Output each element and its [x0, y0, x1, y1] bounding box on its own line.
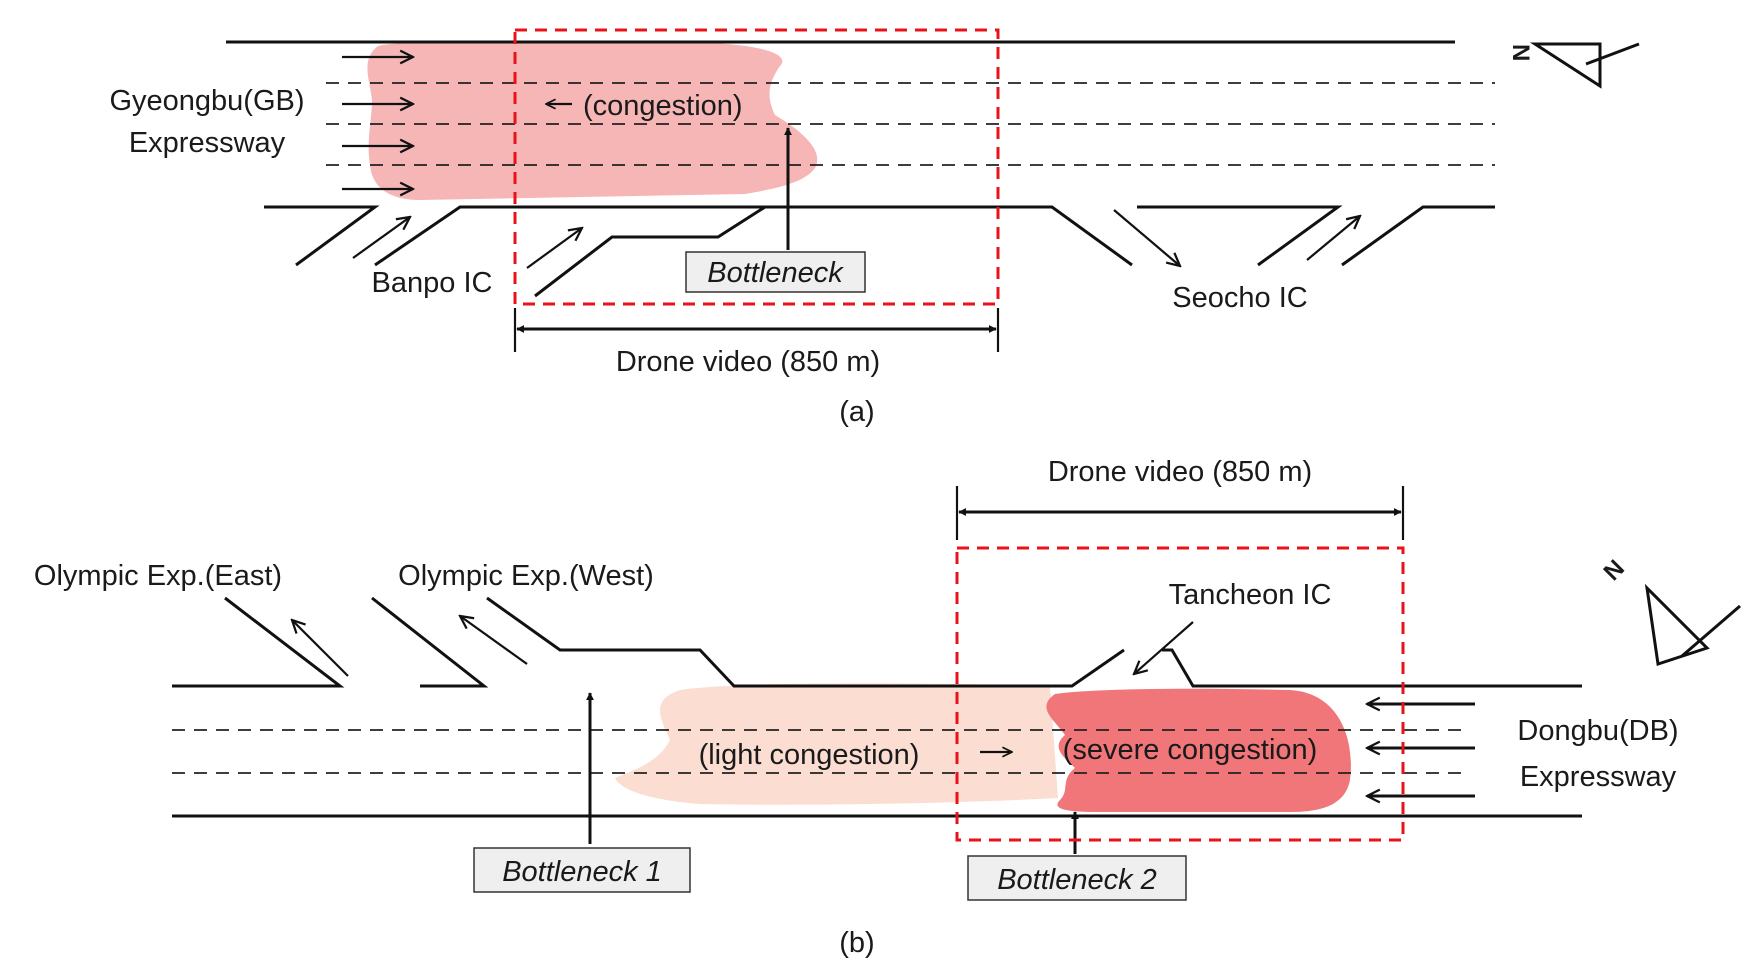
drone-video-label-b: Drone video (850 m): [1048, 456, 1312, 488]
gb-road-south-edge-mid: [374, 205, 771, 298]
north-arrow-icon: N: [1507, 42, 1640, 89]
db-traffic-arrows: [980, 704, 1475, 796]
seocho-ic-label: Seocho IC: [1172, 282, 1307, 314]
banpo-ramp-arrow-2: [526, 228, 582, 269]
seocho-entry-arrow: [1306, 216, 1360, 261]
drone-video-frame-a: [513, 28, 1000, 306]
olympic-west-label: Olympic Exp.(West): [398, 560, 654, 592]
severe-congestion-area: [1046, 688, 1351, 812]
olympic-west-exit-arrow: [460, 616, 528, 665]
panel-a-caption: (a): [839, 396, 874, 428]
olympic-west-ramp: [486, 596, 1125, 688]
tancheon-entry-arrow: [1134, 621, 1194, 674]
drone-video-frame-b: [955, 546, 1405, 842]
light-congestion-label: (light congestion): [699, 739, 920, 771]
congestion-area-a: [367, 40, 818, 200]
severe-congestion-label: (severe congestion): [1063, 734, 1318, 766]
gb-road-south-edge-east: [765, 205, 1133, 267]
bottleneck-label-a: Bottleneck: [707, 257, 844, 289]
panel-b: Drone video (850 m) Olympic Exp.(East) O…: [34, 456, 1741, 959]
seocho-ramp: [1137, 205, 1343, 267]
bottleneck-label-box-a: [685, 251, 866, 293]
tancheon-ic-label: Tancheon IC: [1169, 579, 1332, 611]
olympic-east-label: Olympic Exp.(East): [34, 560, 282, 592]
tancheon-ramp: [1162, 648, 1582, 688]
banpo-ramp-arrow-1: [352, 217, 410, 259]
db-road-name-line2: Expressway: [1520, 761, 1677, 793]
drone-video-label-a: Drone video (850 m): [616, 346, 880, 378]
north-label-a: N: [1507, 44, 1534, 61]
olympic-east-ramp: [371, 596, 489, 688]
banpo-ic-label: Banpo IC: [372, 267, 493, 299]
gb-road-south-edge-far-east: [1341, 205, 1495, 267]
gb-traffic-arrows: [342, 57, 1360, 269]
congestion-label-a: (congestion): [583, 90, 743, 122]
bottleneck-1-label: Bottleneck 1: [502, 856, 662, 888]
light-congestion-area: [615, 683, 1058, 805]
panel-b-caption: (b): [839, 927, 874, 959]
gb-road-name-line2: Expressway: [129, 127, 286, 159]
bottleneck-1-label-box: [473, 847, 691, 893]
gb-road-name-line1: Gyeongbu(GB): [109, 85, 304, 117]
bottleneck-2-label-box: [967, 855, 1187, 901]
bottleneck-2-label: Bottleneck 2: [997, 864, 1157, 896]
seocho-exit-arrow: [1113, 209, 1180, 266]
north-arrow-icon: N: [1597, 554, 1741, 666]
north-label-b: N: [1597, 554, 1628, 585]
olympic-east-exit-arrow: [292, 620, 349, 677]
db-road-name-line1: Dongbu(DB): [1517, 715, 1678, 747]
db-road-north-edge-west: [172, 596, 345, 688]
gb-road-south-edge-west: [264, 205, 380, 267]
panel-a: Gyeongbu(GB) Expressway (congestion) Ban…: [109, 28, 1640, 428]
